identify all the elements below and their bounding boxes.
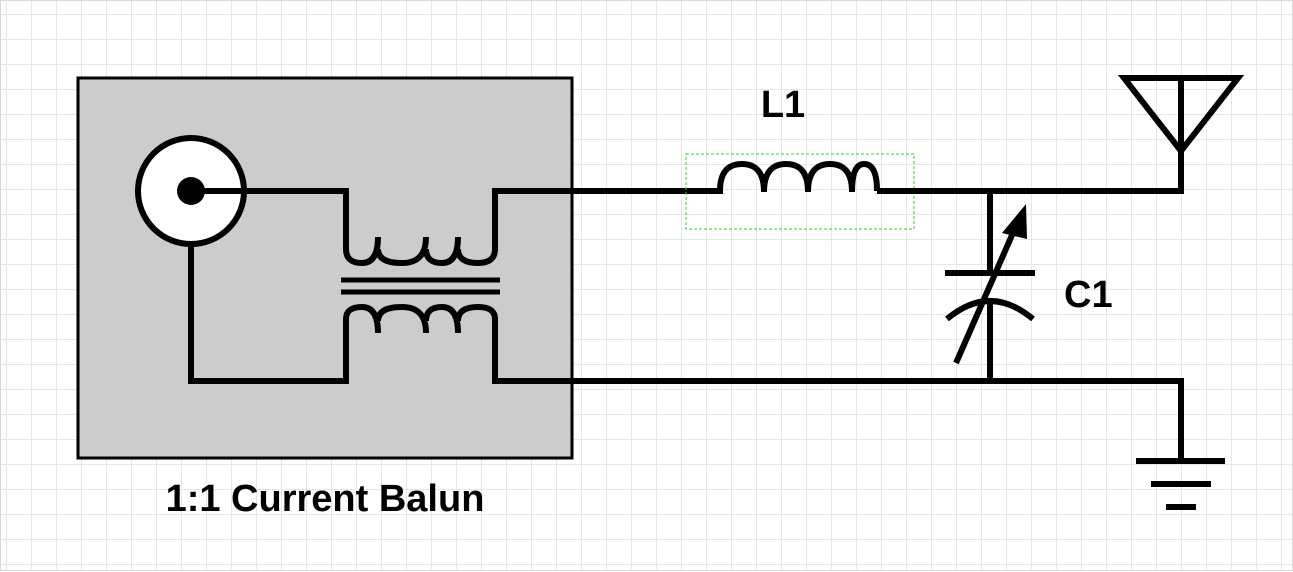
ground-icon[interactable] [1136,458,1225,510]
antenna-icon[interactable] [1117,75,1245,156]
transformer-upper-winding [343,236,498,267]
variable-capacitor-c1-icon[interactable] [945,191,1035,381]
transformer-icon[interactable] [341,236,500,334]
inductor-coil [717,160,880,193]
antenna-feed-wire [877,151,1184,194]
inductor-l1-icon[interactable] [717,160,880,193]
coax-center-wire [191,188,349,249]
balun-enclosure[interactable] [76,76,574,460]
top-output-wire [492,188,723,249]
bottom-output-wire [492,319,1184,461]
transformer-lower-winding [343,303,498,334]
inductor-label: L1 [761,84,805,126]
capacitor-label: C1 [1064,274,1113,316]
capacitor-adjust-arrowhead [1002,204,1027,239]
capacitor-adjust-arrow-shaft [953,224,1019,365]
balun-label: 1:1 Current Balun [166,478,485,520]
coax-shield-wire [188,244,349,384]
